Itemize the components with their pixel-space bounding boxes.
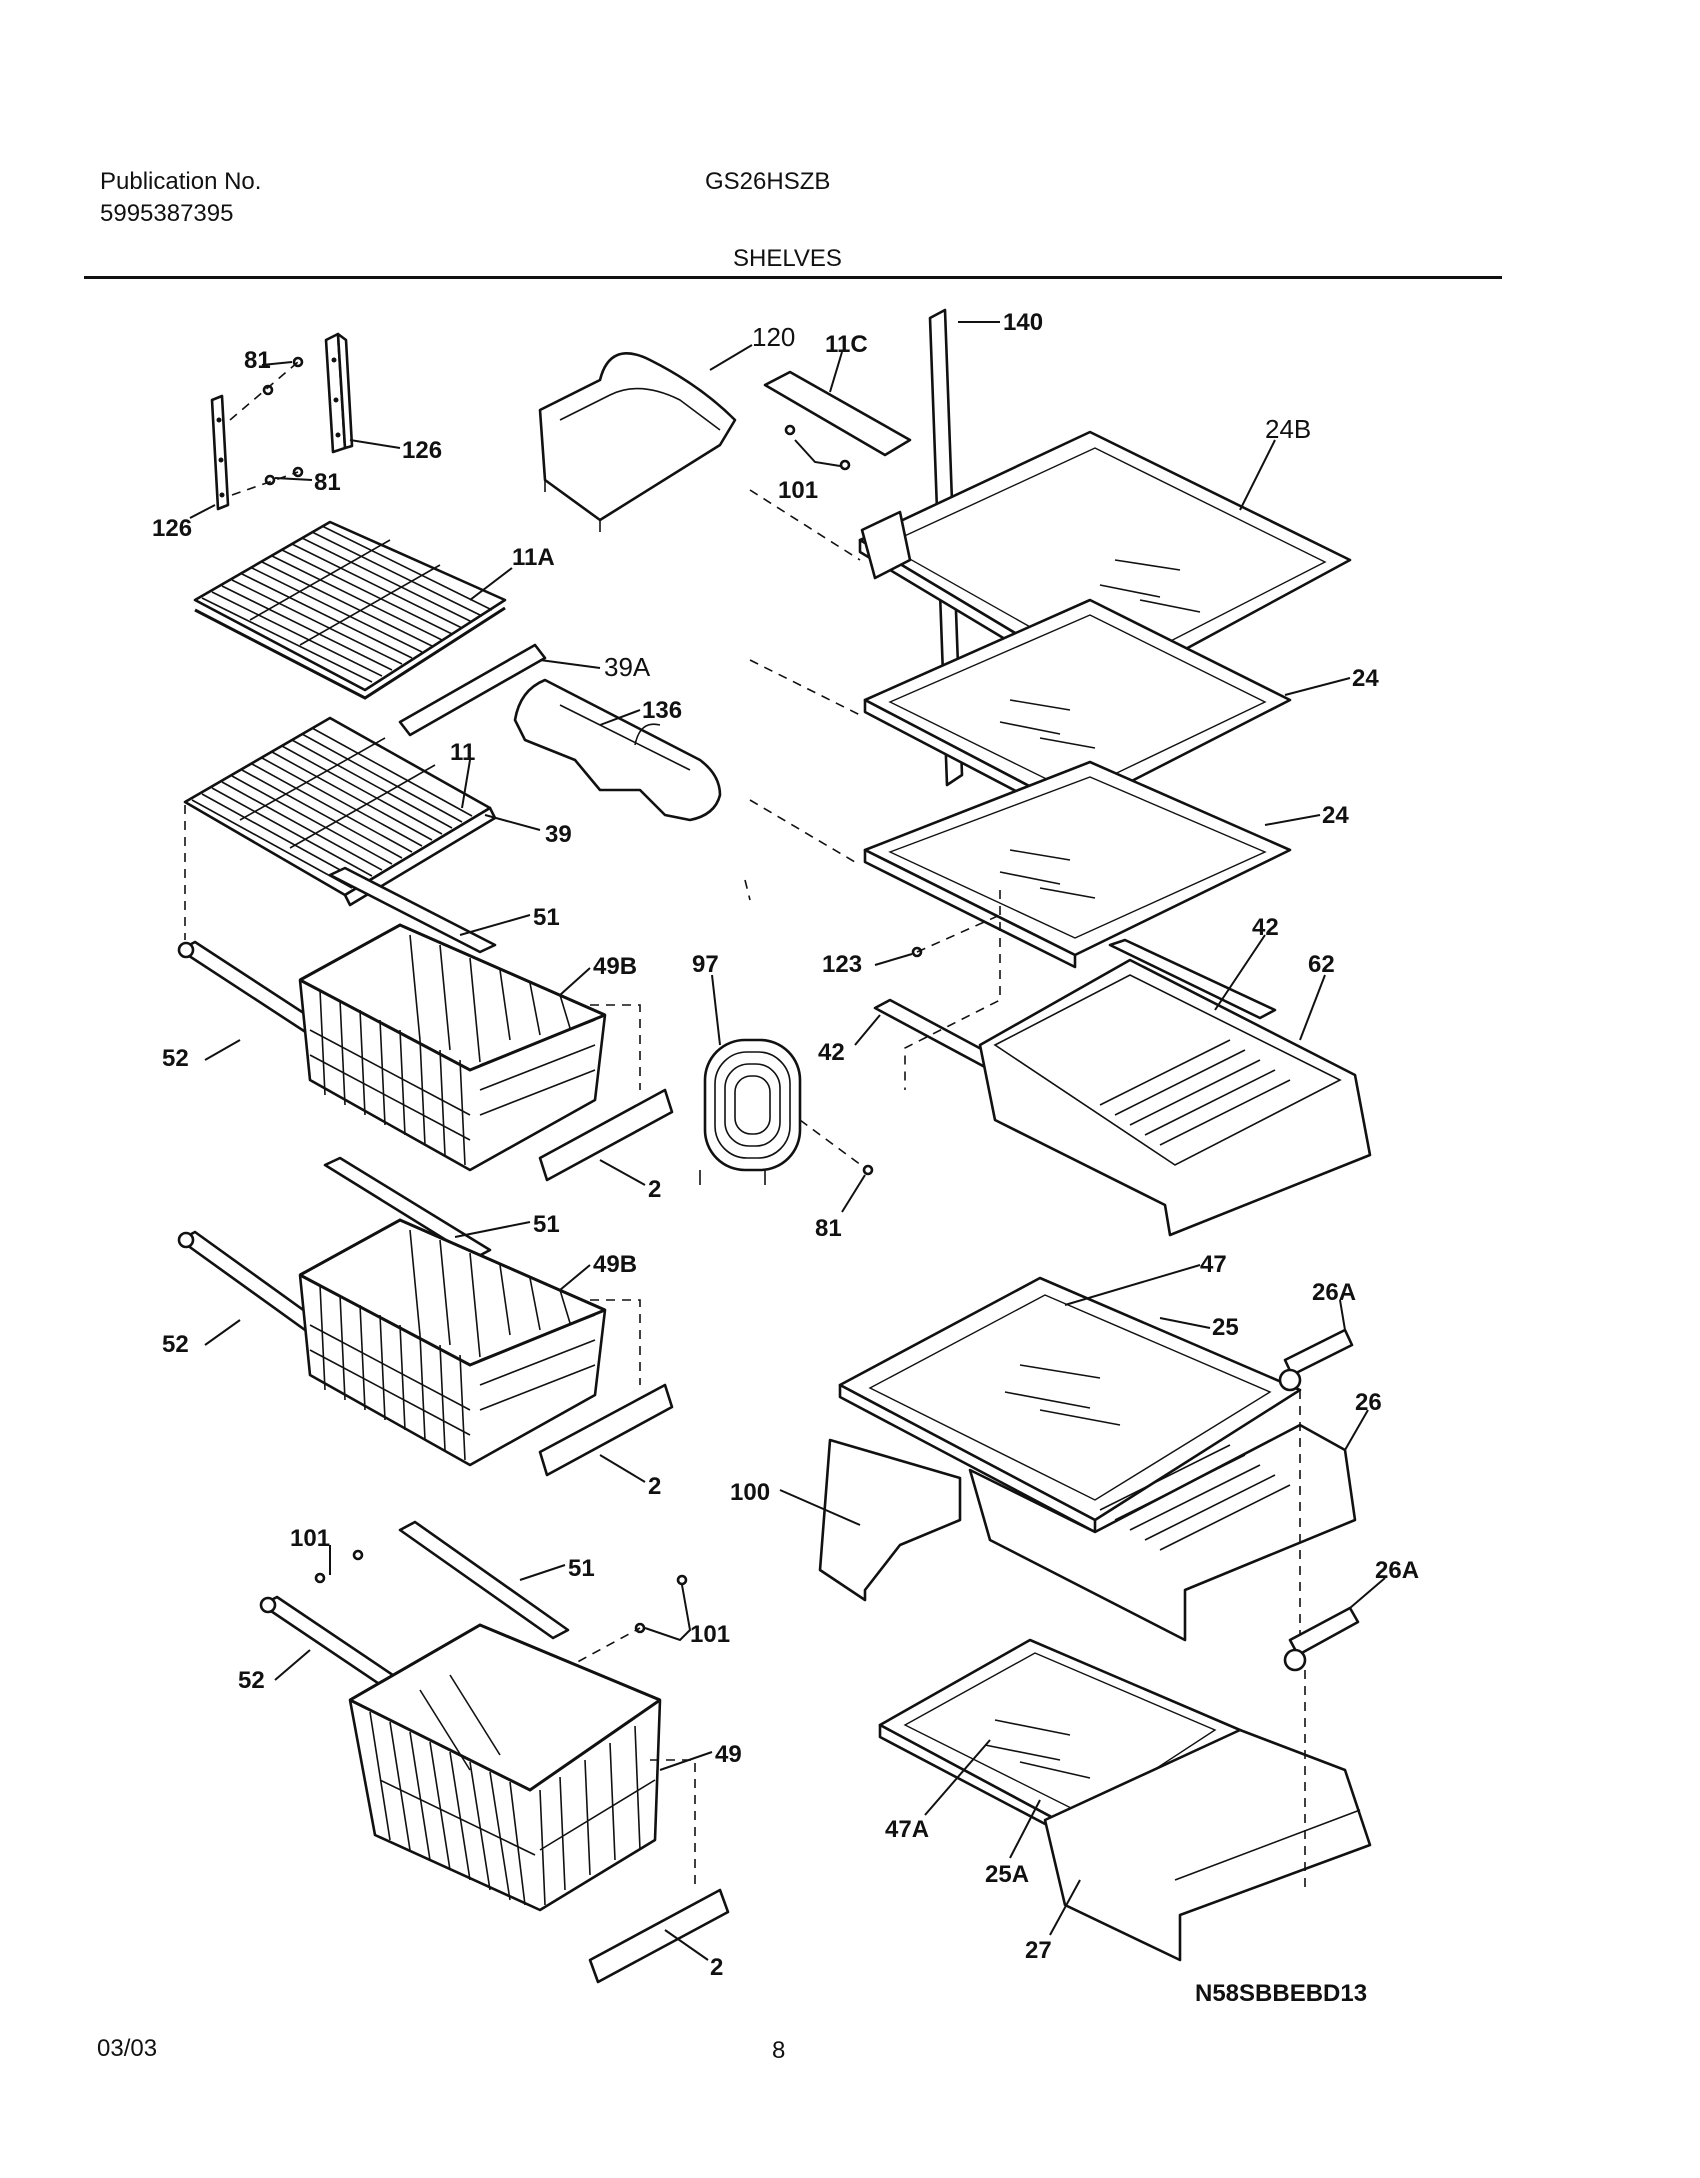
callout-101-left: 101 <box>290 1525 330 1552</box>
callout-123: 123 <box>822 951 862 978</box>
callout-120: 120 <box>752 322 795 352</box>
callout-140: 140 <box>1003 309 1043 336</box>
wire-shelf-11a <box>193 520 507 700</box>
screw-101-e <box>676 1574 688 1586</box>
pan-62 <box>978 958 1372 1237</box>
cover-support-100 <box>818 1438 962 1602</box>
slide-42-right <box>1108 938 1277 1020</box>
callout-27: 27 <box>1025 1937 1052 1964</box>
wire-basket-49b-top <box>298 923 607 1172</box>
ice-bin-120 <box>538 352 737 532</box>
screw-101-a <box>784 424 796 436</box>
screw-101-c <box>352 1549 364 1561</box>
trim-2-top <box>538 1088 674 1182</box>
callout-39: 39 <box>545 821 572 848</box>
callout-25a: 25A <box>985 1861 1029 1888</box>
callout-42-left: 42 <box>818 1039 845 1066</box>
slide-51-mid <box>323 1156 492 1260</box>
callout-81-heater: 81 <box>815 1215 842 1242</box>
callout-52-top: 52 <box>162 1045 189 1072</box>
callout-47a: 47A <box>885 1816 929 1843</box>
screws-81 <box>229 356 304 496</box>
screw-101-d <box>314 1572 326 1584</box>
crisper-pan-26 <box>968 1423 1357 1642</box>
trim-39a <box>398 643 547 737</box>
callout-25: 25 <box>1212 1314 1239 1341</box>
trim-2-bottom <box>588 1888 730 1984</box>
callout-136: 136 <box>642 697 682 724</box>
callout-97: 97 <box>692 951 719 978</box>
callout-24b: 24B <box>1265 414 1311 444</box>
callout-26a-upper: 26A <box>1312 1279 1356 1306</box>
callout-51-mid: 51 <box>533 1211 560 1238</box>
callout-47: 47 <box>1200 1251 1227 1278</box>
callout-11c: 11C <box>825 331 868 358</box>
callout-2-mid: 2 <box>648 1473 661 1500</box>
section-title: SHELVES <box>733 245 842 272</box>
callout-100: 100 <box>730 1479 770 1506</box>
callout-51-bottom: 51 <box>568 1555 595 1582</box>
callout-52-mid: 52 <box>162 1331 189 1358</box>
callout-126-left: 126 <box>152 515 192 542</box>
publication-label: Publication No. <box>100 168 262 195</box>
crisper-pan-27 <box>1043 1728 1372 1962</box>
wire-basket-49b-mid <box>298 1218 607 1467</box>
bracket-126-right <box>324 332 354 454</box>
callout-24-upper: 24 <box>1352 665 1379 692</box>
callout-51-top: 51 <box>533 904 560 931</box>
bracket-126-left <box>210 394 230 511</box>
cover-25-and-glass-47 <box>838 1276 1302 1534</box>
diagram-code: N58SBBEBD13 <box>1195 1980 1368 2007</box>
callout-11a: 11A <box>512 544 555 571</box>
callout-52-bottom: 52 <box>238 1667 265 1694</box>
callout-2-bottom: 2 <box>710 1954 723 1981</box>
auger-housing-136 <box>513 678 722 822</box>
model-number: GS26HSZB <box>705 168 831 195</box>
callout-42-right: 42 <box>1252 914 1279 941</box>
callout-49: 49 <box>715 1741 742 1768</box>
wire-basket-49 <box>348 1623 662 1912</box>
callout-2-top: 2 <box>648 1176 661 1203</box>
glass-shelf-24-lower <box>863 760 1292 969</box>
callout-26: 26 <box>1355 1389 1382 1416</box>
slide-51-top <box>328 866 497 954</box>
callout-62: 62 <box>1308 951 1335 978</box>
callout-126-right: 126 <box>402 437 442 464</box>
heater-97 <box>699 1038 802 1185</box>
page-number: 8 <box>772 2037 786 2064</box>
callout-81-mid: 81 <box>314 469 341 496</box>
publication-number: 5995387395 <box>100 200 234 227</box>
callout-39a: 39A <box>604 652 651 682</box>
callout-49b-top: 49B <box>593 953 637 980</box>
slide-51-bottom <box>398 1520 570 1640</box>
hinge-26a-lower <box>1283 1606 1360 1672</box>
screw-101-b <box>839 459 851 471</box>
footer-date: 03/03 <box>97 2035 158 2062</box>
bracket-11c <box>763 370 912 457</box>
callout-101-right: 101 <box>690 1621 730 1648</box>
trim-2-mid <box>538 1383 674 1477</box>
callout-101-top: 101 <box>778 477 818 504</box>
header-rule <box>84 276 1502 279</box>
wire-shelf-11 <box>183 716 492 897</box>
callout-49b-mid: 49B <box>593 1251 637 1278</box>
callout-11: 11 <box>450 739 475 766</box>
callout-26a-lower: 26A <box>1375 1557 1419 1584</box>
screw-81-heater <box>862 1164 874 1176</box>
callout-24-lower: 24 <box>1322 802 1349 829</box>
hinge-26a-upper <box>1278 1328 1354 1392</box>
callout-81-top: 81 <box>244 347 271 374</box>
